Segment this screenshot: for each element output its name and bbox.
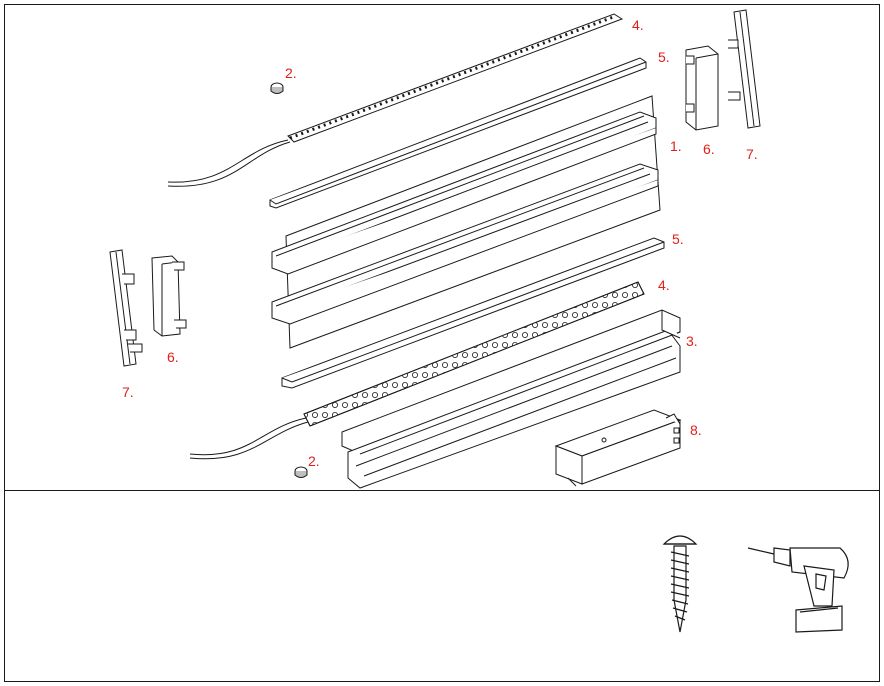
plug-nut-top: [270, 82, 284, 94]
callout-3: 3.: [686, 333, 698, 349]
diffuser-top: [269, 57, 647, 209]
callout-5-top: 5.: [658, 49, 670, 65]
driver-box: [554, 409, 682, 487]
callout-5-bottom: 5.: [672, 231, 684, 247]
callout-2-bottom: 2.: [308, 453, 320, 469]
mounting-profile: [271, 95, 661, 349]
callout-6-right: 6.: [703, 141, 715, 157]
led-strip-bottom: [189, 281, 645, 460]
callout-4-bottom: 4.: [658, 277, 670, 293]
diffuser-bottom: [281, 237, 665, 389]
callout-4-top: 4.: [632, 17, 644, 33]
callout-2-top: 2.: [285, 65, 297, 81]
led-strip-top: [167, 13, 624, 187]
callout-7-right: 7.: [746, 146, 758, 162]
tools-panel-frame: [4, 490, 880, 682]
callout-8: 8.: [690, 422, 702, 438]
end-cap-right-small: [685, 45, 719, 131]
end-cap-left-large: [109, 249, 143, 367]
end-cap-right-large: [728, 9, 761, 129]
callout-6-left: 6.: [167, 349, 179, 365]
plug-nut-bottom: [294, 466, 308, 478]
cordless-drill-icon: [747, 547, 849, 633]
housing-profile: [341, 309, 681, 489]
callout-1: 1.: [670, 138, 682, 154]
screw-icon: [662, 535, 698, 633]
end-cap-left-small: [151, 255, 187, 337]
callout-7-left: 7.: [122, 384, 134, 400]
